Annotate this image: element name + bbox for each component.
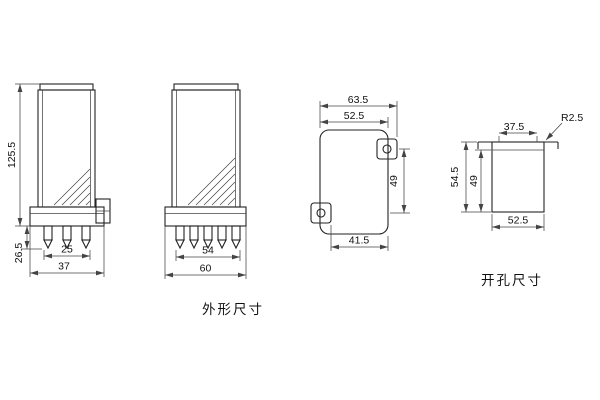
relay-base-side: [164, 206, 247, 227]
cutout-caption: 开孔尺寸: [481, 273, 543, 288]
dim-hole-spacing-horizontal: 41.5: [349, 235, 370, 247]
side-pins: [175, 225, 241, 250]
relay-side-outline: [164, 83, 247, 250]
dim-base-width-side: 60: [200, 263, 212, 275]
side-dimensions: 54 60: [164, 226, 247, 279]
dim-hole-spacing-vertical: 49: [388, 175, 400, 187]
relay-base-front: [29, 206, 105, 227]
top-view: 63.5 52.5 49 41.5: [310, 94, 410, 251]
mount-tab-top-right: [376, 138, 398, 160]
side-hatch-lines: [187, 157, 236, 206]
front-view: 125.5 26.5 25 37: [6, 83, 111, 277]
screw-hole-top-right: [382, 144, 392, 154]
front-hatch-lines: [53, 168, 91, 206]
dim-cutout-inner-height: 49: [468, 175, 480, 187]
top-view-dimensions: 63.5 52.5 49 41.5: [319, 94, 410, 251]
front-dimensions: 125.5 26.5 25 37: [6, 83, 105, 277]
cutout-dimensions: 37.5 R2.5 54.5 49 52.5: [449, 112, 583, 231]
dim-overall-height: 125.5: [6, 142, 18, 168]
cutout-view: 37.5 R2.5 54.5 49 52.5: [449, 112, 583, 231]
dim-base-width-front: 37: [58, 261, 70, 273]
dim-corner-radius: R2.5: [561, 112, 583, 124]
cutout-outline: [477, 141, 559, 213]
screw-hole-bottom-left: [316, 208, 326, 218]
mount-tab-bottom-left: [310, 202, 332, 224]
front-pins: [43, 225, 91, 250]
dim-cutout-bottom-width: 52.5: [508, 215, 529, 227]
dim-pin-length: 26.5: [13, 243, 25, 264]
socket-outline: [319, 129, 389, 235]
dim-cutout-outer-height: 54.5: [449, 167, 461, 188]
dim-body-width-top: 52.5: [344, 110, 365, 122]
outline-caption: 外形尺寸: [202, 302, 264, 317]
relay-front-outline: [29, 83, 111, 250]
dim-overall-width-top: 63.5: [348, 94, 369, 106]
dim-pin-span-front: 25: [61, 244, 73, 256]
dim-pin-span-side: 54: [202, 245, 214, 257]
side-view: 54 60: [164, 83, 247, 279]
dim-cutout-top-width: 37.5: [504, 121, 525, 133]
